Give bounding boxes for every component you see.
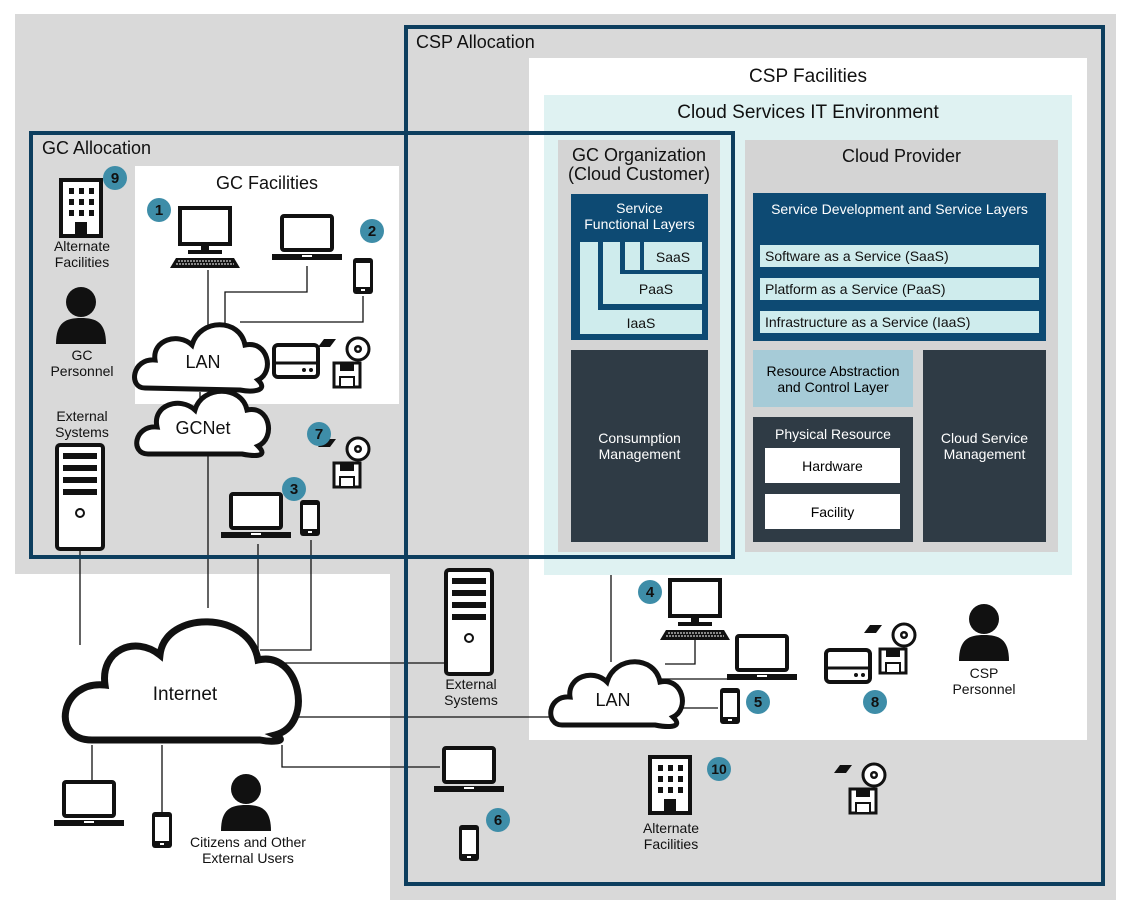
lan-csp-cloud [548,659,685,730]
gc-organization-title: GC Organization (Cloud Customer) [567,145,711,184]
saas-label: SaaS [655,249,691,265]
badge-4: 4 [638,580,662,604]
left-margin [0,0,15,574]
csp-facilities-title: CSP Facilities [749,66,867,87]
gc-allocation-title: GC Allocation [42,138,152,158]
paas-label: PaaS [638,281,674,297]
internet-label: Internet [152,684,218,705]
badge-1: 1 [147,198,171,222]
lan-gc-cloud [132,322,270,394]
csp-allocation-title: CSP Allocation [416,32,535,52]
saas-left-bar [640,242,644,270]
hardware-box: Hardware [765,448,900,483]
badge-2: 2 [360,219,384,243]
gc-facilities-title: GC Facilities [215,173,318,193]
facility-box: Facility [765,494,900,529]
badge-10: 10 [707,757,731,781]
gcnet-label: GCNet [175,418,231,438]
badge-5: 5 [746,690,770,714]
service-development-title: Service Development and Service Layers [771,201,1028,217]
badge-7: 7 [307,422,331,446]
infrastructure-as-a-service: Infrastructure as a Service (IaaS) [760,311,1039,333]
internet-cloud [61,618,302,745]
consumption-management: Consumption Management [571,350,708,542]
gc-allocation-border [29,131,735,559]
badge-8: 8 [863,690,887,714]
badge-3: 3 [282,477,306,501]
service-functional-title: Service Functional Layers [584,200,695,233]
cloud-provider-title: Cloud Provider [841,146,962,166]
iaas-label: IaaS [626,315,656,331]
badge-6: 6 [486,808,510,832]
badge-9: 9 [103,166,127,190]
lan-gc-label: LAN [185,352,221,372]
saas-layer-shape [625,242,702,270]
physical-resource-title: Physical Resource [775,426,891,442]
platform-as-a-service: Platform as a Service (PaaS) [760,278,1039,300]
gcnet-cloud [134,388,271,459]
cloud-service-management: Cloud Service Management [923,350,1046,542]
csp-allocation-border [404,25,1105,886]
lan-csp-label: LAN [595,690,631,710]
cloud-env-title: Cloud Services IT Environment [677,102,939,123]
software-as-a-service: Software as a Service (SaaS) [760,245,1039,267]
resource-abstraction-layer: Resource Abstraction and Control Layer [753,350,913,407]
